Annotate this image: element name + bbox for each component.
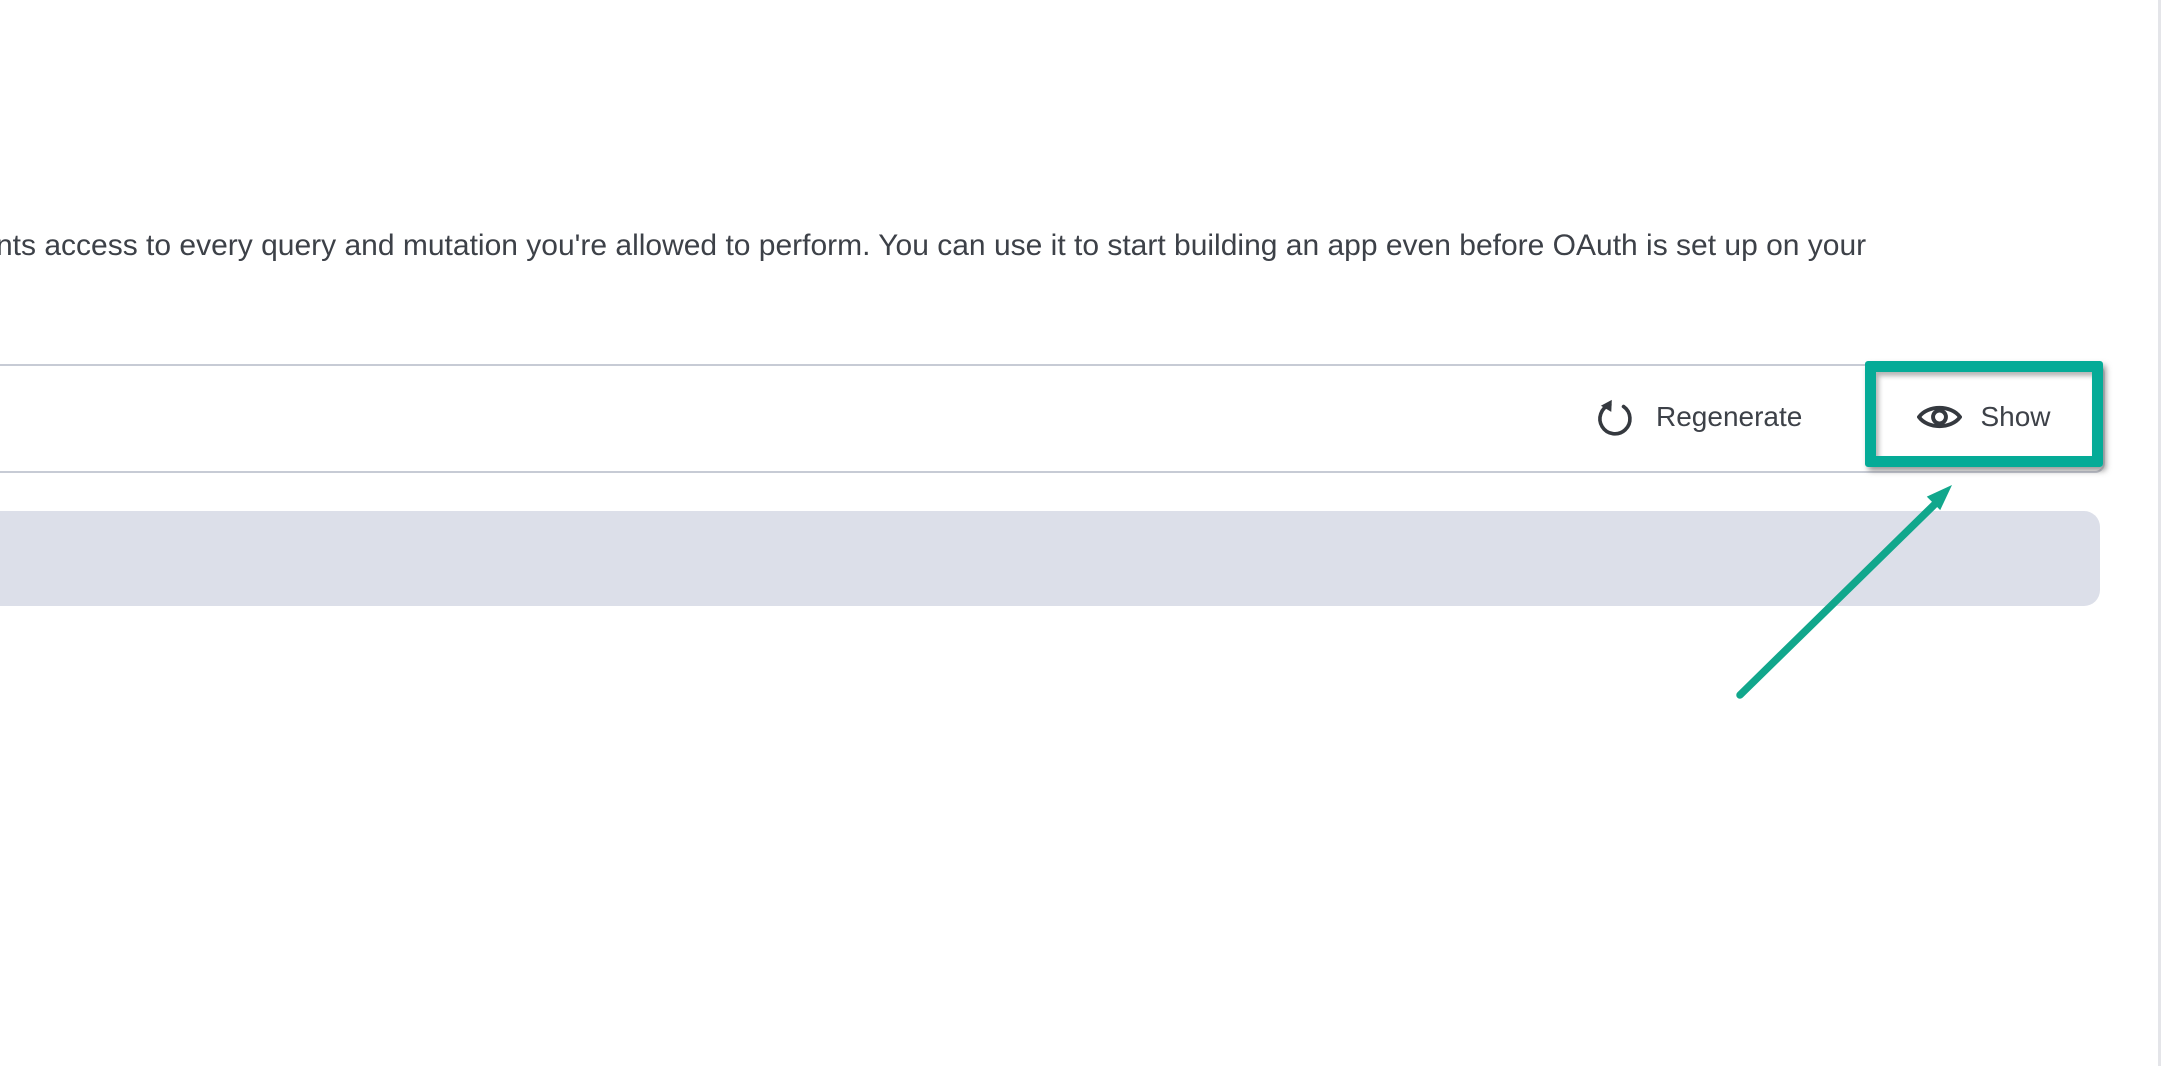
regenerate-button[interactable]: Regenerate (1594, 364, 1802, 469)
eye-icon (1917, 401, 1963, 433)
page-edge-divider (2158, 0, 2161, 1066)
rotate-left-icon (1594, 397, 1634, 437)
token-row (0, 364, 2105, 473)
api-token-description: nts access to every query and mutation y… (0, 229, 1867, 262)
regenerate-button-label: Regenerate (1656, 400, 1803, 432)
masked-token-bar (0, 511, 2100, 606)
show-button-label: Show (1980, 400, 2051, 432)
show-token-button[interactable]: Show (1865, 366, 2103, 467)
